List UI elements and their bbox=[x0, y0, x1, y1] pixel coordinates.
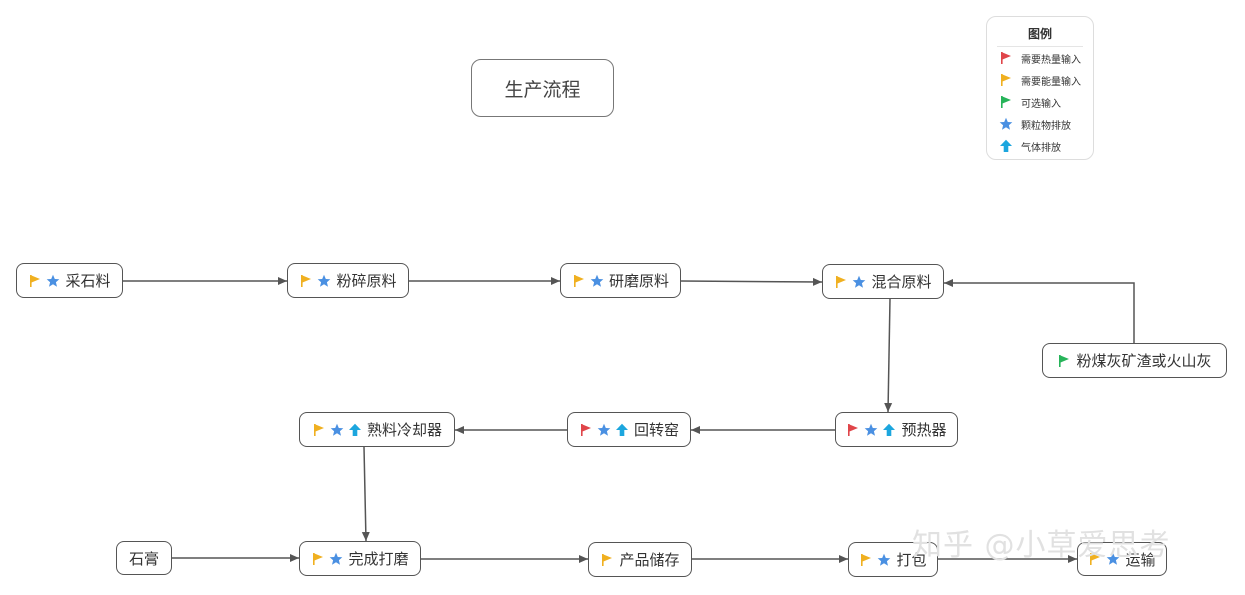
node-gypsum: 石膏 bbox=[116, 541, 172, 575]
node-storage: 产品储存 bbox=[588, 542, 692, 577]
node-label: 回转窑 bbox=[633, 421, 679, 439]
red-flag-icon bbox=[580, 423, 591, 436]
red-flag-icon bbox=[1001, 52, 1011, 64]
edge-cooler-finish bbox=[361, 446, 370, 542]
legend-item-particulate: 颗粒物排放 bbox=[987, 113, 1093, 135]
node-flyash: 粉煤灰矿渣或火山灰 bbox=[1042, 343, 1227, 378]
blue-star-icon bbox=[330, 423, 344, 436]
red-flag-icon bbox=[848, 423, 859, 436]
cyan-arrow-up-icon bbox=[615, 423, 628, 436]
blue-star-icon bbox=[865, 423, 878, 436]
node-label: 运输 bbox=[1125, 550, 1156, 569]
edge-flyash-mix bbox=[944, 279, 1135, 343]
orange-flag-icon bbox=[301, 274, 312, 287]
node-grind: 研磨原料 bbox=[560, 263, 681, 298]
cyan-arrow-up-icon bbox=[348, 423, 361, 436]
blue-star-icon bbox=[1107, 552, 1120, 565]
node-ship: 运输 bbox=[1077, 542, 1167, 576]
node-mix: 混合原料 bbox=[822, 264, 944, 299]
legend-item-label: 可选输入 bbox=[1021, 98, 1061, 110]
orange-flag-icon bbox=[30, 274, 41, 287]
node-pack: 打包 bbox=[848, 542, 938, 577]
orange-flag-icon bbox=[602, 553, 613, 566]
node-label: 采石料 bbox=[65, 272, 111, 290]
blue-star-icon bbox=[590, 274, 604, 287]
node-kiln: 回转窑 bbox=[567, 412, 691, 447]
orange-flag-icon bbox=[313, 423, 324, 436]
orange-flag-icon bbox=[836, 275, 847, 288]
legend-item-label: 颗粒物排放 bbox=[1021, 120, 1071, 132]
orange-flag-icon bbox=[573, 274, 584, 287]
node-label: 粉煤灰矿渣或火山灰 bbox=[1076, 352, 1212, 370]
node-label: 完成打磨 bbox=[348, 550, 409, 568]
legend-title: 图例 bbox=[997, 25, 1083, 47]
node-quarry: 采石料 bbox=[16, 263, 123, 298]
blue-star-icon bbox=[330, 552, 343, 565]
node-label: 混合原料 bbox=[871, 273, 932, 291]
legend-item-label: 需要热量输入 bbox=[1021, 54, 1081, 66]
node-label: 打包 bbox=[896, 551, 927, 569]
blue-star-icon bbox=[999, 117, 1013, 130]
edge-grind-mix bbox=[680, 277, 823, 286]
node-label: 产品储存 bbox=[619, 551, 680, 569]
node-label: 研磨原料 bbox=[608, 272, 669, 290]
edge-mix-preheater bbox=[884, 298, 893, 413]
orange-flag-icon bbox=[861, 553, 872, 566]
legend-item-energy: 需要能量输入 bbox=[987, 69, 1093, 91]
node-cooler: 熟料冷却器 bbox=[299, 412, 455, 447]
cyan-arrow-up-icon bbox=[1000, 139, 1012, 152]
node-label: 熟料冷却器 bbox=[366, 421, 442, 439]
legend-item-optional: 可选输入 bbox=[987, 91, 1093, 113]
legend-item-gas: 气体排放 bbox=[987, 135, 1093, 157]
cyan-arrow-up-icon bbox=[883, 423, 896, 436]
orange-flag-icon bbox=[313, 552, 324, 565]
diagram-title-text: 生产流程 bbox=[504, 78, 581, 101]
orange-flag-icon bbox=[1090, 553, 1101, 565]
green-flag-icon bbox=[1059, 354, 1070, 367]
node-preheater: 预热器 bbox=[835, 412, 958, 447]
node-label: 预热器 bbox=[901, 421, 947, 439]
blue-star-icon bbox=[318, 274, 331, 287]
legend-item-label: 气体排放 bbox=[1021, 142, 1061, 154]
blue-star-icon bbox=[853, 275, 866, 288]
blue-star-icon bbox=[597, 423, 611, 436]
diagram-title: 生产流程 bbox=[471, 59, 614, 117]
blue-star-icon bbox=[47, 274, 60, 287]
green-flag-icon bbox=[1001, 96, 1011, 108]
node-crush: 粉碎原料 bbox=[287, 263, 409, 298]
node-finish: 完成打磨 bbox=[299, 541, 421, 576]
legend-item-label: 需要能量输入 bbox=[1021, 76, 1081, 88]
orange-flag-icon bbox=[1001, 74, 1011, 86]
legend: 图例 需要热量输入 需要能量输入 可选输入 颗粒物排放 气体排放 bbox=[986, 16, 1094, 160]
node-label: 粉碎原料 bbox=[336, 272, 397, 290]
node-label: 石膏 bbox=[128, 549, 159, 568]
blue-star-icon bbox=[878, 553, 891, 566]
legend-item-heat: 需要热量输入 bbox=[987, 47, 1093, 69]
